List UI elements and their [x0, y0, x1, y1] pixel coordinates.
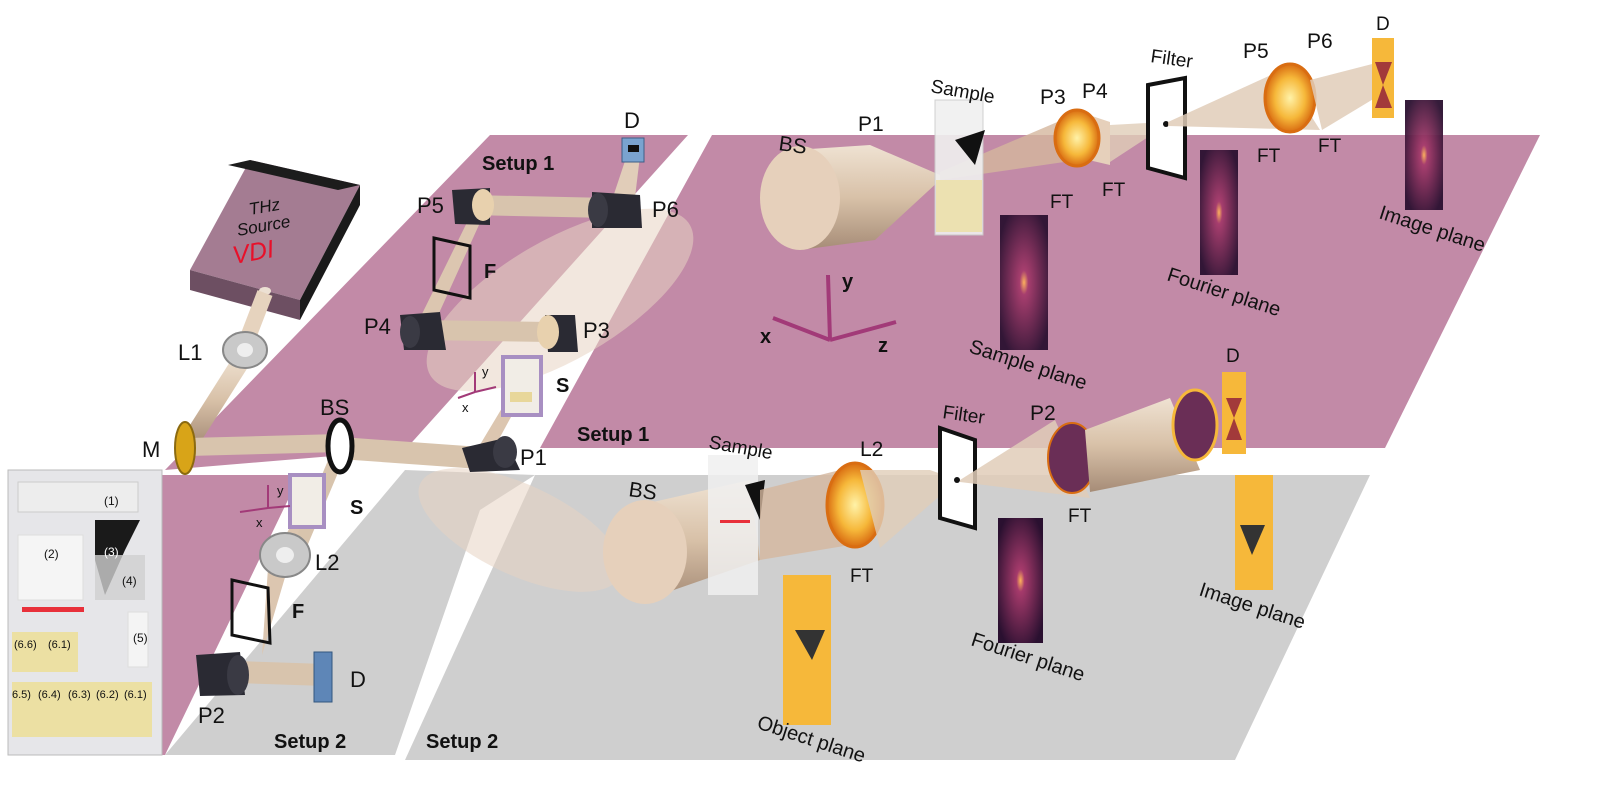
- label-p6-left: P6: [652, 197, 679, 222]
- lens-l1-center: [237, 343, 253, 357]
- photo-item-2: (2): [44, 547, 59, 561]
- photo-row2-e: (6.1): [124, 689, 147, 701]
- label-axis-x-large: x: [760, 326, 771, 348]
- label-axis-y-bottom: y: [277, 483, 284, 498]
- setup2-label-left: Setup 2: [274, 731, 346, 753]
- label-axis-x-top: x: [462, 400, 469, 415]
- label-d-bottom: D: [350, 667, 366, 692]
- label-m: M: [142, 437, 160, 462]
- label-bs-s1: BS: [777, 132, 808, 159]
- beam-m-bs: [187, 434, 341, 456]
- label-d-s1: D: [1376, 14, 1390, 35]
- setup2-main-optics: [603, 372, 1273, 725]
- mirror-p1: [462, 436, 520, 472]
- label-ft-s1-c: FT: [1257, 146, 1281, 167]
- label-l1: L1: [178, 340, 202, 365]
- photo-row2-a: 6.5): [12, 689, 31, 701]
- beam-shadow: [418, 468, 622, 592]
- label-p4-left: P4: [364, 314, 391, 339]
- photo-row2-d: (6.2): [96, 689, 119, 701]
- label-p1-s1: P1: [858, 113, 884, 136]
- photo-item-5: (5): [133, 631, 148, 645]
- mirror-p5: [452, 188, 494, 225]
- sample-photo: (1) (2) (3) (4) (5) (6.6) (6.1) 6.5) (6.…: [7, 469, 163, 756]
- setup1-label-mid: Setup 1: [577, 424, 649, 446]
- label-axis-x-bottom: x: [256, 515, 263, 530]
- filter-f-top: [432, 236, 472, 300]
- axes-bottom-small: [239, 485, 291, 513]
- sample-s-bottom: [288, 473, 326, 529]
- label-p5-s1: P5: [1243, 40, 1269, 63]
- photo-row2-b: (6.4): [38, 689, 61, 701]
- sample-s-top-strip: [510, 392, 532, 402]
- thz-source: THz Source VDI: [190, 160, 360, 320]
- beamsplitter-bs: [325, 417, 355, 475]
- beam-l1-m: [180, 350, 253, 450]
- axes-top-small: [457, 372, 497, 399]
- label-p3-left: P3: [583, 318, 610, 343]
- label-p2-left: P2: [198, 703, 225, 728]
- axes-large: [772, 274, 897, 342]
- label-p5-left: P5: [417, 193, 444, 218]
- photo-row2-c: (6.3): [68, 689, 91, 701]
- detector-d-top-face: [628, 145, 639, 152]
- setup2-label-right: Setup 2: [426, 731, 498, 753]
- lens-l2-center: [276, 547, 294, 563]
- detector-d-bottom: [313, 651, 333, 703]
- label-d-top: D: [624, 108, 640, 133]
- setup1-main-optics: [760, 38, 1443, 350]
- label-p6-s1: P6: [1307, 30, 1333, 53]
- label-f-bottom: F: [292, 601, 304, 623]
- label-p4-s1: P4: [1082, 80, 1108, 103]
- mirror-p2: [196, 652, 249, 696]
- label-ft-s2-b: FT: [1068, 506, 1092, 527]
- label-ft-s1-b: FT: [1102, 180, 1126, 201]
- mirror-p4: [400, 312, 446, 350]
- label-s-top: S: [556, 375, 569, 397]
- mirror-p3: [537, 315, 578, 352]
- mirror-m: [174, 421, 196, 475]
- setup1-label-top: Setup 1: [482, 153, 554, 175]
- label-l2-s2: L2: [860, 438, 883, 461]
- mirror-p6: [588, 192, 642, 228]
- sample-s-top: [501, 355, 543, 417]
- photo-item-4: (4): [122, 574, 137, 588]
- label-ft-s1-a: FT: [1050, 192, 1074, 213]
- label-bs-s2: BS: [627, 478, 658, 505]
- label-p1-left: P1: [520, 445, 547, 470]
- label-bs-left: BS: [320, 395, 349, 420]
- photo-row1-a: (6.6): [14, 639, 37, 651]
- label-p2-s2: P2: [1030, 402, 1056, 425]
- label-ft-s2-a: FT: [850, 566, 874, 587]
- beam-p2-d: [234, 661, 326, 686]
- label-filter-s1: Filter: [1149, 46, 1194, 73]
- label-f-top: F: [484, 261, 496, 283]
- beam-shadow: [426, 208, 694, 392]
- label-axis-y-large: y: [842, 271, 854, 293]
- beam-bs-p1: [339, 437, 481, 469]
- photo-row1-b: (6.1): [48, 639, 71, 651]
- label-d-s2: D: [1226, 346, 1240, 367]
- photo-item-3: (3): [104, 545, 119, 559]
- label-axis-z-large: z: [878, 335, 888, 357]
- label-l2-left: L2: [315, 550, 339, 575]
- setup1-plane-left: [165, 135, 688, 470]
- label-axis-y-top: y: [482, 364, 489, 379]
- label-s-bottom: S: [350, 497, 363, 519]
- label-ft-s1-d: FT: [1318, 136, 1342, 157]
- label-p3-s1: P3: [1040, 86, 1066, 109]
- photo-item-1: (1): [104, 494, 119, 508]
- filter-f-bottom: [230, 578, 272, 645]
